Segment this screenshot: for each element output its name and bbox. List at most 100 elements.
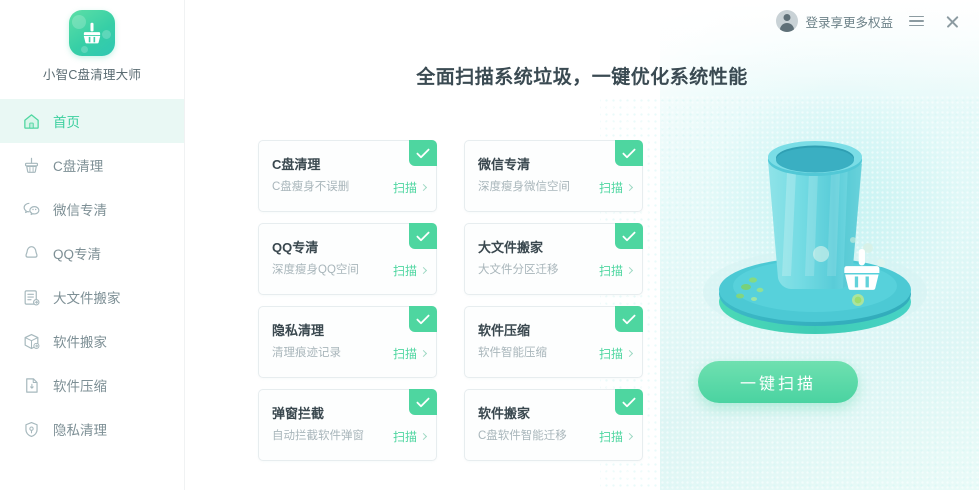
user-avatar-icon <box>776 10 799 32</box>
chevron-right-icon <box>625 432 634 440</box>
card-scan-label: 扫描 <box>392 347 417 361</box>
trash-bin-illustration <box>703 141 927 334</box>
card-title: 弹窗拦截 <box>272 406 325 421</box>
card-scan-link[interactable]: 扫描 <box>392 262 428 279</box>
sidebar-item-label: 微信专清 <box>53 203 107 218</box>
chevron-right-icon <box>419 349 428 357</box>
card-scan-label: 扫描 <box>392 181 417 195</box>
sidebar-item-software-compress[interactable]: 软件压缩 <box>0 363 184 407</box>
check-icon <box>409 140 437 166</box>
card-subtitle: 软件智能压缩 <box>478 347 547 359</box>
card-c-drive-clean[interactable]: C盘清理 C盘瘦身不误删 扫描 <box>258 140 437 212</box>
sidebar-item-label: 软件压缩 <box>53 379 107 394</box>
card-scan-label: 扫描 <box>598 347 623 361</box>
chevron-right-icon <box>419 183 428 191</box>
card-scan-link[interactable]: 扫描 <box>392 345 428 362</box>
check-icon <box>409 389 437 415</box>
login-label: 登录享更多权益 <box>805 15 893 30</box>
card-subtitle: 深度瘦身QQ空间 <box>272 264 359 276</box>
card-scan-link[interactable]: 扫描 <box>392 428 428 445</box>
sidebar-nav: 首页 C盘清理 微信专清 <box>0 99 184 451</box>
sidebar-item-label: 首页 <box>53 115 80 130</box>
background-top-fade <box>660 0 979 110</box>
sidebar-item-label: 软件搬家 <box>53 335 107 350</box>
card-scan-label: 扫描 <box>598 264 623 278</box>
card-scan-link[interactable]: 扫描 <box>392 179 428 196</box>
one-click-scan-button[interactable]: 一键扫描 <box>698 361 858 403</box>
check-icon <box>409 306 437 332</box>
broom-icon <box>24 157 39 173</box>
file-move-icon <box>24 289 40 305</box>
sidebar-item-privacy-clean[interactable]: 隐私清理 <box>0 407 184 451</box>
sidebar-item-label: C盘清理 <box>53 159 104 174</box>
card-scan-link[interactable]: 扫描 <box>598 428 634 445</box>
sidebar-item-label: 隐私清理 <box>53 423 107 438</box>
check-icon <box>409 223 437 249</box>
check-icon <box>615 389 643 415</box>
shield-privacy-icon <box>25 421 38 437</box>
sidebar: 小智C盘清理大师 首页 C盘清理 <box>0 0 185 490</box>
card-scan-label: 扫描 <box>392 264 417 278</box>
card-scan-label: 扫描 <box>598 430 623 444</box>
card-qq-clean[interactable]: QQ专清 深度瘦身QQ空间 扫描 <box>258 223 437 295</box>
card-title: 大文件搬家 <box>478 240 544 255</box>
brand: 小智C盘清理大师 <box>0 0 184 83</box>
card-wechat-clean[interactable]: 微信专清 深度瘦身微信空间 扫描 <box>464 140 643 212</box>
chevron-right-icon <box>625 349 634 357</box>
page-title: 全面扫描系统垃圾，一键优化系统性能 <box>416 67 748 88</box>
card-big-file-move[interactable]: 大文件搬家 大文件分区迁移 扫描 <box>464 223 643 295</box>
close-icon <box>945 14 960 29</box>
card-title: C盘清理 <box>272 157 321 172</box>
card-scan-label: 扫描 <box>392 430 417 444</box>
card-title: 微信专清 <box>478 157 531 172</box>
check-icon <box>615 140 643 166</box>
check-icon <box>615 306 643 332</box>
app-logo <box>69 10 115 56</box>
broom-icon <box>83 22 101 44</box>
card-popup-block[interactable]: 弹窗拦截 自动拦截软件弹窗 扫描 <box>258 389 437 461</box>
sidebar-item-qq-clean[interactable]: QQ专清 <box>0 231 184 275</box>
sidebar-item-label: 大文件搬家 <box>53 291 121 306</box>
chevron-right-icon <box>419 432 428 440</box>
hamburger-menu-icon <box>908 13 924 30</box>
card-software-move[interactable]: 软件搬家 C盘软件智能迁移 扫描 <box>464 389 643 461</box>
login-button[interactable]: 登录享更多权益 <box>776 10 893 32</box>
feature-card-grid: C盘清理 C盘瘦身不误删 扫描 微信专清 深度瘦身微信空间 扫描 <box>258 140 643 461</box>
card-software-compress[interactable]: 软件压缩 软件智能压缩 扫描 <box>464 306 643 378</box>
qq-penguin-icon <box>25 245 38 258</box>
card-subtitle: C盘瘦身不误删 <box>272 181 350 193</box>
brand-name: 小智C盘清理大师 <box>42 68 142 82</box>
sidebar-item-home[interactable]: 首页 <box>0 99 184 143</box>
card-subtitle: 自动拦截软件弹窗 <box>272 430 364 442</box>
card-title: 软件搬家 <box>478 406 531 421</box>
card-privacy-clean[interactable]: 隐私清理 清理痕迹记录 扫描 <box>258 306 437 378</box>
chevron-right-icon <box>625 266 634 274</box>
check-icon <box>615 223 643 249</box>
card-title: 软件压缩 <box>478 323 531 338</box>
sidebar-item-label: QQ专清 <box>53 247 102 262</box>
card-scan-link[interactable]: 扫描 <box>598 345 634 362</box>
card-subtitle: 清理痕迹记录 <box>272 347 341 359</box>
compress-file-icon <box>26 377 38 393</box>
sidebar-item-big-file-move[interactable]: 大文件搬家 <box>0 275 184 319</box>
card-scan-link[interactable]: 扫描 <box>598 262 634 279</box>
sidebar-item-c-drive-clean[interactable]: C盘清理 <box>0 143 184 187</box>
card-title: QQ专清 <box>272 240 319 255</box>
chevron-right-icon <box>419 266 428 274</box>
card-scan-label: 扫描 <box>598 181 623 195</box>
card-subtitle: 深度瘦身微信空间 <box>478 181 570 193</box>
wechat-icon <box>23 202 40 215</box>
card-scan-link[interactable]: 扫描 <box>598 179 634 196</box>
hamburger-menu-button[interactable] <box>903 8 929 34</box>
card-subtitle: 大文件分区迁移 <box>478 264 559 276</box>
close-button[interactable] <box>939 8 965 34</box>
sidebar-item-wechat-clean[interactable]: 微信专清 <box>0 187 184 231</box>
card-subtitle: C盘软件智能迁移 <box>478 430 567 442</box>
sidebar-item-software-move[interactable]: 软件搬家 <box>0 319 184 363</box>
chevron-right-icon <box>625 183 634 191</box>
card-title: 隐私清理 <box>272 323 325 338</box>
box-move-icon <box>24 333 40 349</box>
main-content: 全面扫描系统垃圾，一键优化系统性能 C盘清理 C盘瘦身不误删 扫描 微信专清 深… <box>185 0 979 490</box>
titlebar: 登录享更多权益 <box>185 0 979 42</box>
